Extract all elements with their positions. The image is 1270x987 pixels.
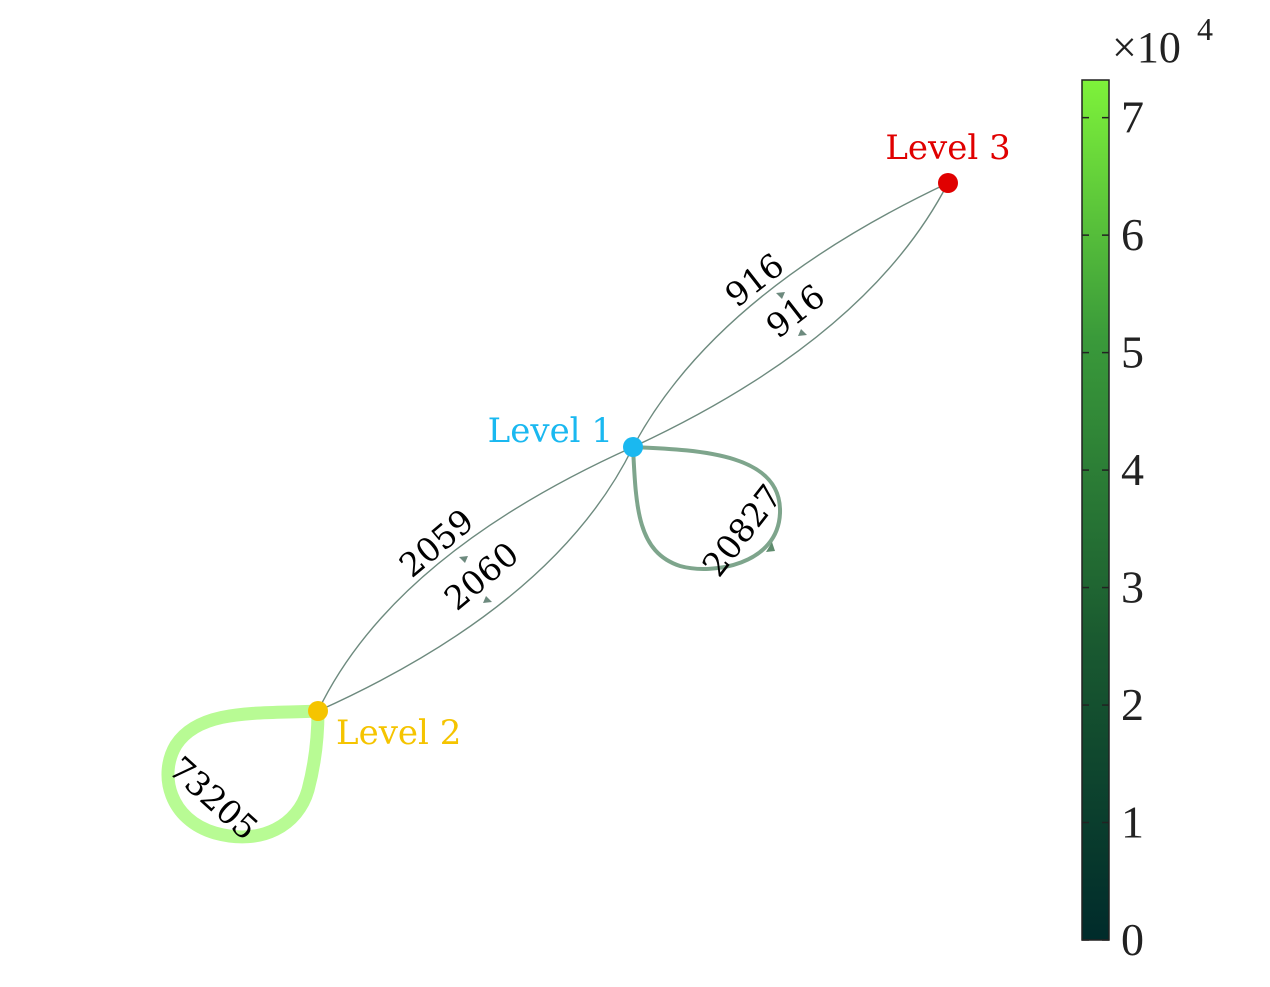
- edge-level2-self-loop: [161, 704, 325, 844]
- colorbar-scale-prefix: ×10: [1112, 23, 1181, 72]
- edge-level2-to-level1: [317, 446, 634, 712]
- colorbar-ticks: [1082, 116, 1109, 941]
- node-level2: [308, 701, 328, 721]
- node-level3: [938, 173, 958, 193]
- edge-level1-to-level2: [317, 446, 634, 712]
- colorbar-tick-label: 4: [1121, 444, 1144, 495]
- colorbar-tick-label: 6: [1121, 209, 1144, 260]
- edge-arrow-icon: [483, 596, 492, 603]
- colorbar-scale-exponent: 4: [1197, 11, 1213, 47]
- edge-arrow-icon: [766, 542, 775, 552]
- colorbar-tick-label: 7: [1121, 92, 1144, 143]
- colorbar-tick-label: 5: [1121, 327, 1144, 378]
- edge-arrow-icon: [798, 329, 807, 336]
- colorbar-tick-label: 3: [1121, 562, 1144, 613]
- colorbar: 0 1 2 3 4 5 6 7 ×10 4: [1081, 11, 1213, 965]
- colorbar-tick-label: 1: [1121, 797, 1144, 848]
- edge-arrow-icon: [459, 556, 468, 563]
- edge-labels: 916 916 2059 2060 20827 73205: [162, 245, 833, 847]
- colorbar-gradient: [1081, 79, 1110, 941]
- edge-level3-to-level1: [632, 182, 949, 448]
- node-label-level2: Level 2: [336, 713, 461, 753]
- node-level1: [623, 437, 643, 457]
- edges: [161, 182, 949, 844]
- edge-level1-to-level3: [632, 182, 949, 448]
- colorbar-tick-label: 0: [1121, 914, 1144, 965]
- colorbar-tick-label: 2: [1121, 679, 1144, 730]
- node-label-level3: Level 3: [885, 128, 1010, 168]
- colorbar-tick-labels: 0 1 2 3 4 5 6 7: [1121, 92, 1144, 965]
- nodes: [308, 173, 958, 721]
- node-labels: Level 1 Level 2 Level 3: [336, 128, 1011, 753]
- node-label-level1: Level 1: [488, 411, 613, 451]
- edge-arrow-icon: [776, 292, 785, 299]
- edge-level1-self-loop: [630, 444, 783, 571]
